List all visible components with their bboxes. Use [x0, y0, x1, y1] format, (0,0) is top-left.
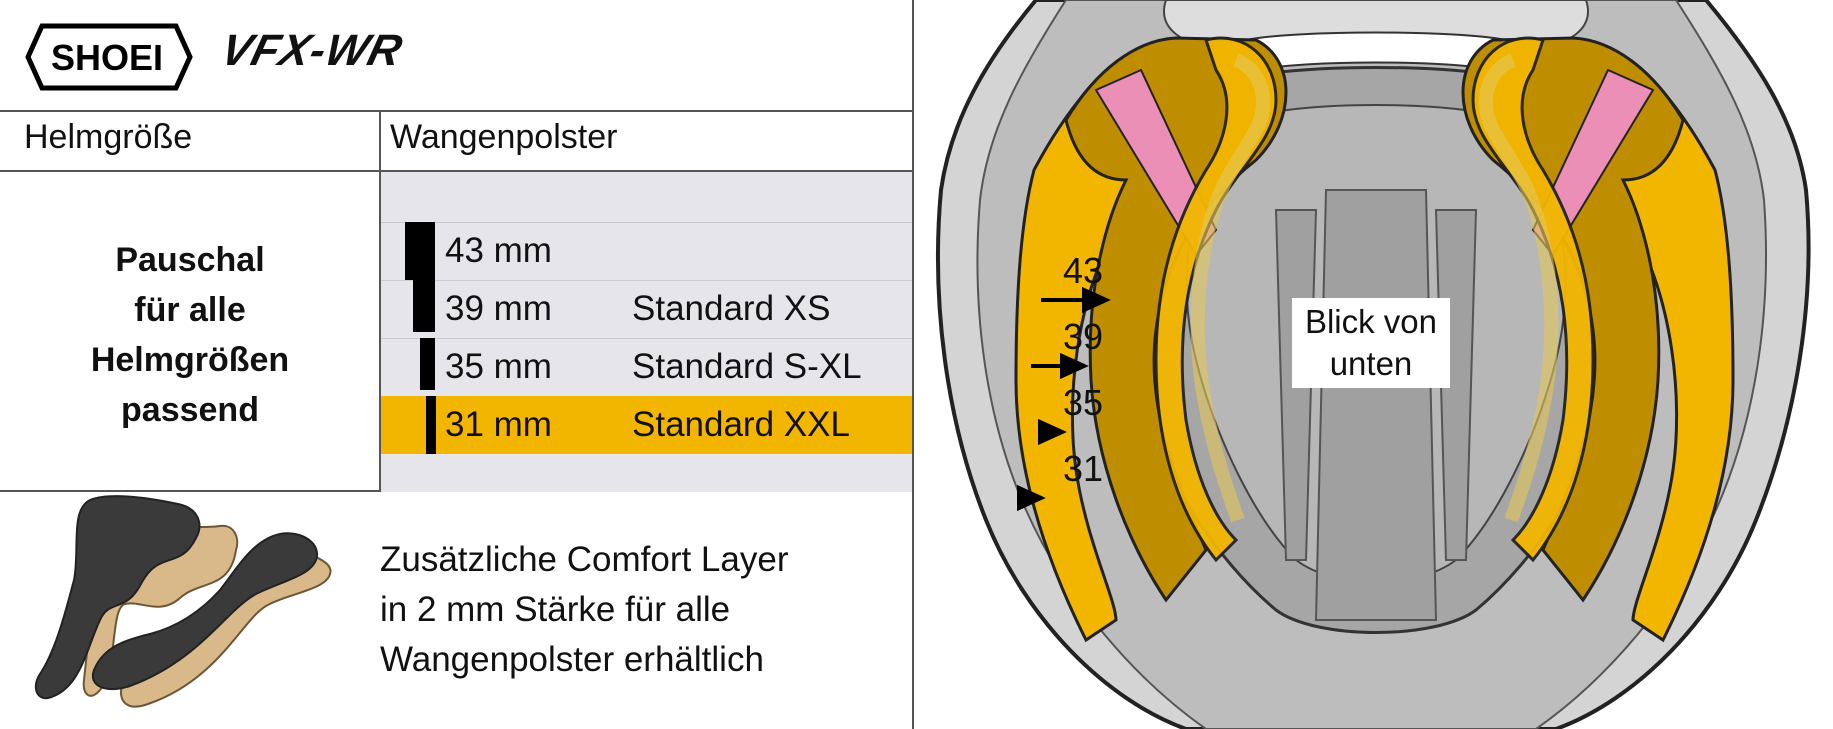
table-row: 39 mm Standard XS: [381, 280, 912, 338]
right-cheek-pad: [1461, 36, 1735, 643]
thickness-bar-31: [426, 396, 436, 454]
thickness-bar-35: [420, 338, 435, 390]
table-row: 43 mm: [381, 222, 912, 280]
column-divider: [379, 110, 381, 492]
table-row: 35 mm Standard S-XL: [381, 338, 912, 396]
label-35: 35: [1063, 382, 1104, 423]
arrow-35-head: [1038, 418, 1067, 446]
standard-size: Standard XS: [632, 289, 831, 328]
thickness-value: 39 mm: [445, 289, 552, 328]
thickness-arrows: [1017, 286, 1111, 512]
left-cheek-pad: [1014, 36, 1288, 643]
thickness-value: 35 mm: [445, 347, 552, 386]
arrow-43-head: [1082, 286, 1111, 314]
arrow-31-head: [1017, 484, 1046, 512]
standard-size: Standard S-XL: [632, 347, 862, 386]
divider: [0, 110, 912, 112]
shoei-logo: SHOEI: [25, 23, 193, 91]
svg-text:SHOEI: SHOEI: [51, 37, 163, 78]
label-31: 31: [1063, 448, 1104, 489]
arrow-39-head: [1060, 352, 1089, 380]
helmet-size-value: Pauschal für alle Helmgrößen passend: [90, 241, 290, 429]
table-row-active: 31 mm Standard XXL: [381, 396, 912, 454]
cheek-pad-table: 43 mm 39 mm Standard XS 35 mm Standard S…: [381, 172, 912, 492]
header-helmet-size: Helmgröße: [24, 118, 193, 156]
thickness-bar-43: [405, 222, 435, 280]
divider: [0, 170, 912, 172]
comfort-layer-image: [34, 495, 332, 708]
label-39: 39: [1063, 316, 1104, 357]
thickness-value: 43 mm: [445, 231, 552, 270]
comfort-layer-note: Zusätzliche Comfort Layer in 2 mm Stärke…: [380, 540, 789, 679]
thickness-value: 31 mm: [445, 405, 552, 444]
model-name: VFX-WR: [216, 26, 408, 75]
standard-size: Standard XXL: [632, 405, 850, 444]
logo-row: SHOEI VFX-WR: [0, 0, 912, 110]
view-label: Blick von unten: [1292, 298, 1450, 388]
header-cheek-pads: Wangenpolster: [390, 118, 618, 156]
thickness-bar-39: [413, 280, 435, 332]
label-43: 43: [1063, 250, 1104, 291]
size-table-panel: SHOEI VFX-WR Helmgröße Wangenpolster Pau…: [0, 0, 914, 729]
